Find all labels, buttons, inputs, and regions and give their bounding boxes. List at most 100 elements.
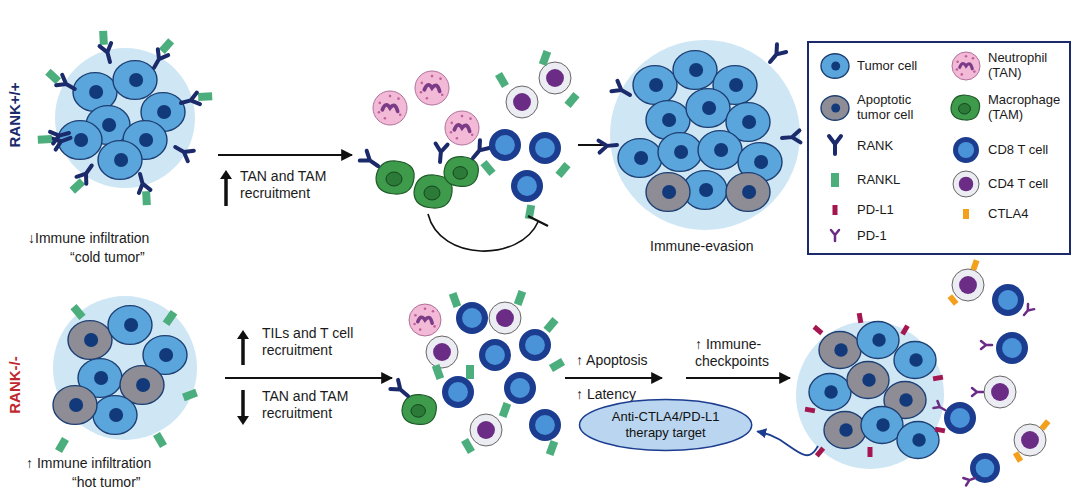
cd4-t-cell [539, 62, 571, 94]
macrophage [376, 161, 414, 194]
tumor-region [53, 296, 197, 440]
rank-receptor [765, 44, 786, 66]
rank-receptor [179, 89, 214, 109]
cd8-t-cell [944, 402, 976, 434]
rankl-ligand [539, 50, 551, 66]
rankl-ligand [449, 292, 461, 308]
legend-label: Macrophage (TAM) [988, 93, 1066, 123]
legend-label: PD-1 [857, 229, 945, 244]
tumor-cell [658, 133, 702, 172]
arrow-label: TILs and T cell recruitment [262, 325, 382, 359]
tumor-cell [857, 322, 899, 359]
rankl-ligand [432, 364, 444, 380]
arrow-label: TAN and TAM recruitment [240, 168, 350, 202]
pd-l1 [933, 375, 944, 382]
tumor-region [610, 40, 800, 230]
node-text: Anti-CTLA4/PD-L1 therapy target [607, 409, 725, 440]
rank-receptor [96, 29, 116, 64]
arrow-label: TAN and TAM recruitment [262, 388, 377, 422]
neutrophil [415, 71, 449, 105]
tumor-type-label: “hot tumor” [72, 474, 192, 491]
pd-1 [1021, 304, 1034, 318]
legend-box [808, 42, 1070, 254]
tumor-cell [108, 306, 152, 345]
change-arrow [220, 170, 232, 206]
rankl-ligand [182, 389, 198, 401]
pd-1 [981, 341, 992, 349]
apoptotic-tumor-cell [53, 386, 97, 425]
rank-receptor [781, 130, 800, 144]
ctla4 [963, 209, 969, 219]
pd-l1 [900, 324, 909, 335]
neutrophil [445, 111, 479, 145]
pd-1 [933, 401, 947, 413]
rankl-ligand [499, 402, 511, 418]
ctla4 [1013, 451, 1023, 463]
cd4-t-cell [952, 269, 984, 301]
pd-l1 [935, 427, 946, 434]
rankl-ligand [831, 173, 839, 187]
macrophage [444, 157, 478, 187]
legend-label: CD8 T cell [988, 143, 1066, 158]
therapy-ellipse: Anti-CTLA4/PD-L1 therapy target [578, 398, 753, 452]
rankl-ligand [555, 162, 570, 178]
rankl-ligand [495, 72, 509, 88]
cd4-t-cell [1014, 424, 1046, 456]
tumor-cell [809, 374, 851, 411]
cd4-t-cell [489, 302, 521, 334]
pd-l1 [868, 447, 873, 457]
infiltration-label: ↑ Immune infiltration [26, 455, 196, 472]
legend-label: CTLA4 [988, 207, 1066, 222]
rank-receptor [360, 151, 382, 171]
cd4-t-cell [984, 376, 1016, 408]
state-label: Immune-evasion [650, 238, 780, 255]
pd-l1 [805, 407, 816, 414]
rank-receptor [36, 127, 71, 147]
rankl-ligand [514, 290, 526, 306]
cd4-t-cell [470, 414, 502, 446]
rankl-ligand [466, 365, 474, 379]
cd4-t-cell [426, 336, 458, 368]
macrophage [951, 95, 980, 120]
apoptotic-tumor-cell [847, 362, 889, 399]
apoptotic-tumor-cell [824, 412, 866, 449]
tumor-cell [698, 131, 742, 170]
tumor-cell [686, 89, 730, 128]
tumor-type-label: “cold tumor” [70, 249, 190, 266]
rank-receptor [68, 162, 97, 196]
rankl-ligand [163, 310, 178, 326]
cd8-t-cell [953, 137, 979, 163]
tumor-region [55, 48, 195, 188]
cd8-t-cell [511, 170, 543, 202]
cd4-t-cell [506, 86, 538, 118]
arrow-label: ↑ Immune-checkpoints [695, 336, 790, 370]
legend-label: Apoptotic tumor cell [857, 93, 945, 123]
tumor-cell [113, 61, 157, 100]
neutrophil [409, 304, 441, 336]
apoptotic-tumor-cell [68, 321, 112, 360]
rank-receptor [599, 139, 618, 153]
ctla4 [1039, 419, 1050, 431]
genotype-label: RANK+/+ [6, 82, 24, 147]
macrophage [402, 395, 436, 425]
rank-receptor [611, 81, 633, 100]
cd8-t-cell [519, 329, 551, 361]
process-arrow [686, 378, 790, 379]
tumor-cell [98, 141, 142, 180]
inhibition-line [428, 214, 548, 251]
rankl-ligand [546, 440, 558, 456]
pd-1 [831, 230, 839, 241]
ctla4 [947, 294, 958, 306]
cd8-t-cell [996, 332, 1028, 364]
cd8-t-cell [489, 129, 521, 161]
rank-receptor [172, 142, 194, 161]
process-arrow [565, 378, 662, 379]
cd8-t-cell [529, 409, 561, 441]
legend-label: Neutrophil (TAN) [988, 51, 1066, 81]
cd8-t-cell [504, 372, 536, 404]
cd8-t-cell [529, 132, 561, 164]
tumor-cell [93, 396, 137, 435]
change-arrow [237, 390, 249, 425]
tumor-cell [673, 51, 717, 90]
